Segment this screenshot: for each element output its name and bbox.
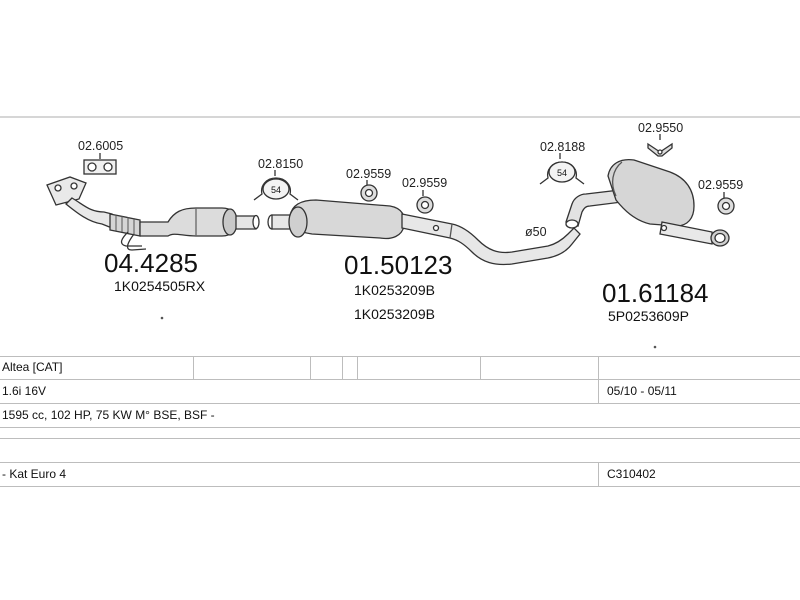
section-number-01-50123: 01.50123 [344,250,452,280]
table-line [0,403,800,404]
table-line [0,462,800,463]
oem-ref-1k0253209b-b: 1K0253209B [354,306,435,322]
oem-ref-5p0253609p: 5P0253609P [608,308,689,324]
clamp-02-8150-icon: 54 [253,170,299,201]
oem-ref-1k0254505rx: 1K0254505RX [114,278,206,294]
marker-dot [653,345,657,349]
clamp-02-8188-icon: 54 [539,153,585,185]
engine-type: 1.6i 16V [2,384,47,398]
catalytic-converter-assembly [46,176,260,251]
exhaust-diagram: 02.6005 54 02.8150 [0,116,800,349]
table-line [0,486,800,487]
table-line [0,379,800,380]
part-ref-02-8188: 02.8188 [540,140,585,154]
production-years: 05/10 - 05/11 [607,384,677,398]
pipe-diameter-label: ø50 [525,225,547,239]
part-ref-02-9550: 02.9550 [638,121,683,135]
table-column-divider [598,357,599,403]
table-column-divider [357,357,358,379]
part-ref-02-9559-c: 02.9559 [698,178,743,192]
engine-specs: 1595 cc, 102 HP, 75 KW M° BSE, BSF - [2,408,215,422]
rubber-mount-02-9559-icon [416,190,434,214]
gasket-02-6005-icon [83,153,117,175]
rear-silencer-assembly [565,158,730,247]
part-ref-02-9559-a: 02.9559 [346,167,391,181]
table-column-divider [598,463,599,486]
table-line [0,427,800,428]
system-code: C310402 [607,467,656,481]
middle-silencer-assembly [267,199,581,266]
part-ref-02-6005: 02.6005 [78,139,123,153]
table-column-divider [193,357,194,379]
table-column-divider [310,357,311,379]
hanger-bracket-02-9550-icon [647,134,673,157]
part-ref-02-9559-b: 02.9559 [402,176,447,190]
svg-text:54: 54 [557,168,567,178]
marker-dot [160,316,164,320]
oem-ref-1k0253209b-a: 1K0253209B [354,282,435,298]
svg-text:54: 54 [271,185,281,195]
part-ref-02-8150: 02.8150 [258,157,303,171]
table-column-divider [480,357,481,379]
table-line [0,438,800,439]
section-number-04-4285: 04.4285 [104,248,198,278]
rubber-mount-02-9559-icon [717,192,735,215]
section-number-01-61184: 01.61184 [602,278,709,308]
emission-standard: - Kat Euro 4 [2,467,67,481]
table-column-divider [342,357,343,379]
vehicle-model: Altea [CAT] [2,360,63,374]
rubber-mount-02-9559-icon [360,180,378,202]
table-line [0,356,800,357]
